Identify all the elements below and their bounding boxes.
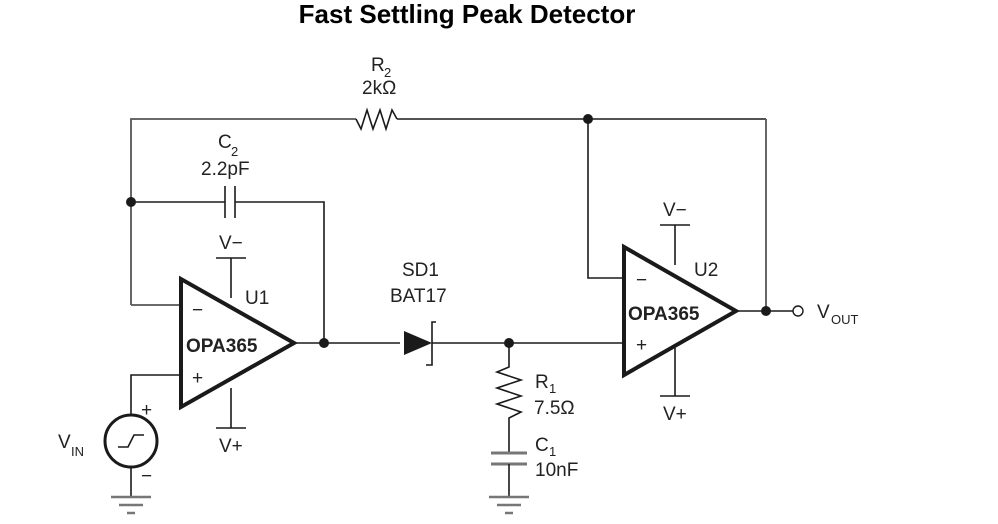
junction-dot (319, 338, 329, 348)
vin-name: V (58, 432, 71, 453)
junction-dot (761, 306, 771, 316)
u1-part: OPA365 (186, 336, 258, 357)
r2-sub: 2 (384, 65, 391, 80)
r1-value: 7.5Ω (534, 398, 575, 419)
c2-label: C 2 2.2pF (201, 132, 250, 180)
diagram-title: Fast Settling Peak Detector (299, 0, 636, 29)
sd1-ref: SD1 (402, 260, 439, 281)
u1-noninv-sign: + (192, 368, 203, 389)
vout-terminal (792, 305, 804, 317)
sd1-part: BAT17 (390, 286, 447, 307)
sd1-schottky-diode (404, 321, 622, 366)
u2-opamp (587, 119, 804, 397)
junction-dot (583, 114, 593, 124)
u2-noninv-sign: + (636, 335, 647, 356)
u1-pos-supply: V+ (219, 436, 243, 457)
c1-value: 10nF (535, 460, 578, 481)
u2-neg-supply: V− (663, 200, 687, 221)
r1-name: R (535, 372, 549, 393)
c1-name: C (535, 435, 549, 456)
r1-c1-branch (489, 343, 529, 515)
junction-dot (126, 197, 136, 207)
u1-ref: U1 (245, 288, 269, 309)
c2-sub: 2 (231, 144, 238, 159)
r2-value: 2kΩ (362, 78, 396, 99)
r2-feedback-wire (130, 107, 767, 311)
c2-value: 2.2pF (201, 159, 250, 180)
c2-name: C (218, 132, 232, 153)
u1-inv-sign: − (192, 300, 203, 321)
vin-plus-sign: + (141, 400, 152, 421)
u2-pos-supply: V+ (663, 404, 687, 425)
r2-name: R (371, 55, 385, 76)
c1-sub: 1 (549, 444, 556, 459)
u1-neg-supply: V− (219, 233, 243, 254)
vin-sub: IN (71, 444, 84, 459)
vout-sub: OUT (831, 312, 859, 327)
vin-source (103, 374, 181, 515)
u2-part: OPA365 (628, 304, 700, 325)
u2-ref: U2 (694, 260, 718, 281)
u2-inv-sign: − (636, 270, 647, 291)
c2-capacitor (131, 186, 325, 343)
r2-label: R 2 2kΩ (362, 55, 396, 99)
vout-name: V (817, 302, 830, 323)
vin-minus-sign: − (141, 466, 152, 487)
u1-opamp (131, 257, 400, 429)
r1-sub: 1 (549, 381, 556, 396)
